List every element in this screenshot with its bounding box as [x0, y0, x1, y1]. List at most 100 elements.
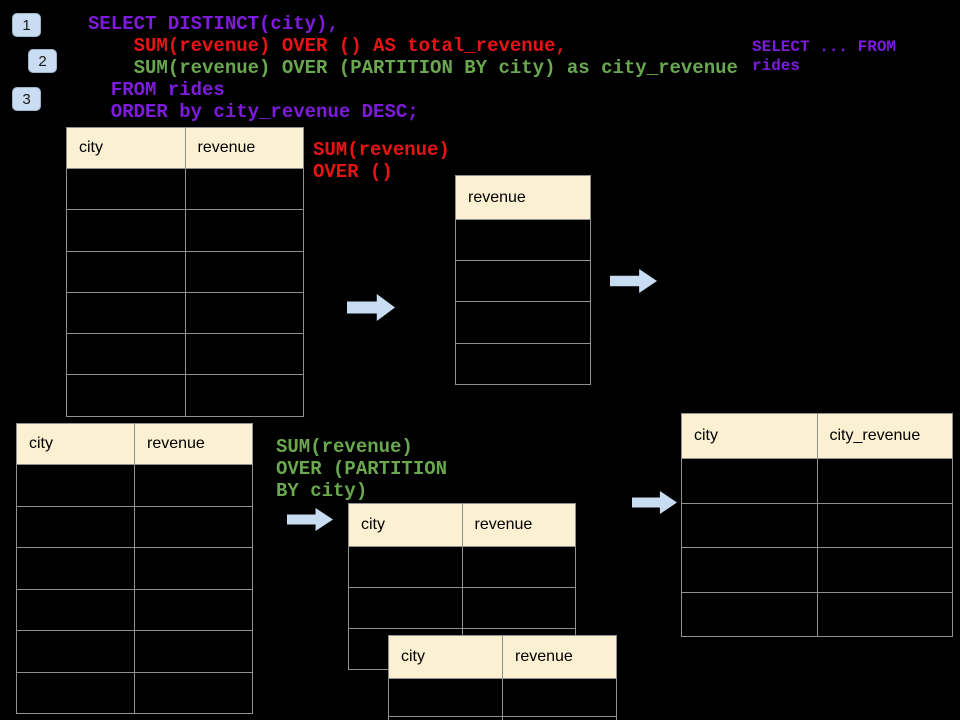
text-line: SELECT ... FROM [752, 38, 897, 56]
table-cell [682, 592, 817, 636]
table-cell [67, 251, 185, 292]
table-cell [17, 672, 134, 713]
step-2-badge: 2 [28, 49, 57, 73]
table-row [67, 168, 303, 210]
table-row [456, 219, 590, 261]
table-cell [184, 210, 303, 251]
table-cell [682, 503, 817, 547]
table-row [349, 587, 575, 628]
table-cell [456, 343, 590, 384]
table-cell [502, 679, 616, 716]
table-row [17, 588, 252, 630]
column-header: city [67, 128, 185, 168]
table-row [682, 591, 952, 636]
step-1-badge: 1 [12, 13, 41, 37]
right-arrow-icon [287, 508, 333, 531]
text-line: SUM(revenue) OVER () AS total_revenue, [88, 35, 567, 57]
text-line: SUM(revenue) [313, 139, 450, 161]
table-cell [67, 375, 185, 416]
table-row [17, 630, 252, 672]
table-cell [816, 459, 952, 503]
step-3-badge: 3 [12, 87, 41, 111]
text-line: BY city) [276, 480, 368, 502]
table-cell [134, 506, 252, 547]
table-cell [134, 631, 252, 672]
table-row [67, 209, 303, 251]
column-header: city [682, 414, 817, 458]
text-line: OVER () [313, 161, 393, 183]
table-cell [134, 465, 252, 506]
table-row [389, 678, 616, 716]
table-cell [184, 292, 303, 334]
column-header: revenue [461, 504, 575, 546]
text-line: OVER (PARTITION [276, 458, 448, 480]
table-cell [17, 465, 134, 506]
column-header: revenue [134, 424, 252, 464]
right-arrow-icon [347, 294, 395, 321]
table-cell [349, 547, 462, 587]
table-row [456, 260, 590, 302]
table-row [389, 716, 616, 720]
table-cell [682, 548, 817, 592]
table-cell [17, 631, 134, 672]
text-line: SELECT DISTINCT(city), [88, 13, 339, 35]
label-sum-over-total: SUM(revenue)OVER () [313, 139, 450, 183]
table-row [456, 301, 590, 343]
text-line: ORDER by city_revenue DESC; [88, 101, 419, 123]
text-line: SUM(revenue) [276, 436, 413, 458]
table-row [682, 502, 952, 547]
table-row [67, 250, 303, 292]
table-row [17, 505, 252, 547]
table-cell [184, 375, 303, 416]
table-cell [461, 547, 575, 587]
table-cell [67, 210, 185, 251]
table-cell [816, 592, 952, 636]
table-row [682, 547, 952, 592]
table-cell [134, 589, 252, 630]
table-row [17, 547, 252, 589]
table-row [682, 458, 952, 503]
table-cell [134, 548, 252, 589]
table-cell [17, 506, 134, 547]
right-arrow-icon [610, 269, 657, 293]
right-arrow-icon [632, 491, 677, 514]
table-cell [184, 169, 303, 210]
table-cell [502, 717, 616, 720]
table-cell [349, 588, 462, 628]
text-line: FROM rides [88, 79, 225, 101]
table-cell [134, 672, 252, 713]
table-cell [461, 588, 575, 628]
table-row [17, 671, 252, 713]
table-cell [456, 261, 590, 302]
table-cell [816, 503, 952, 547]
table-cell [67, 292, 185, 334]
table-row [67, 333, 303, 375]
table-cell [184, 251, 303, 292]
table-cell [816, 548, 952, 592]
table-cell [184, 334, 303, 375]
text-line: rides [752, 57, 801, 75]
column-header: revenue [184, 128, 303, 168]
text-line: SUM(revenue) OVER (PARTITION BY city) as… [88, 57, 738, 79]
table-row [456, 342, 590, 384]
table-row [67, 374, 303, 416]
column-header: city_revenue [816, 414, 952, 458]
table-cell [682, 459, 817, 503]
table-row [349, 546, 575, 587]
column-header: city [349, 504, 462, 546]
table-cell [17, 589, 134, 630]
table-cell [456, 302, 590, 343]
table-cell [67, 334, 185, 375]
table-header-row: revenue [456, 176, 590, 219]
